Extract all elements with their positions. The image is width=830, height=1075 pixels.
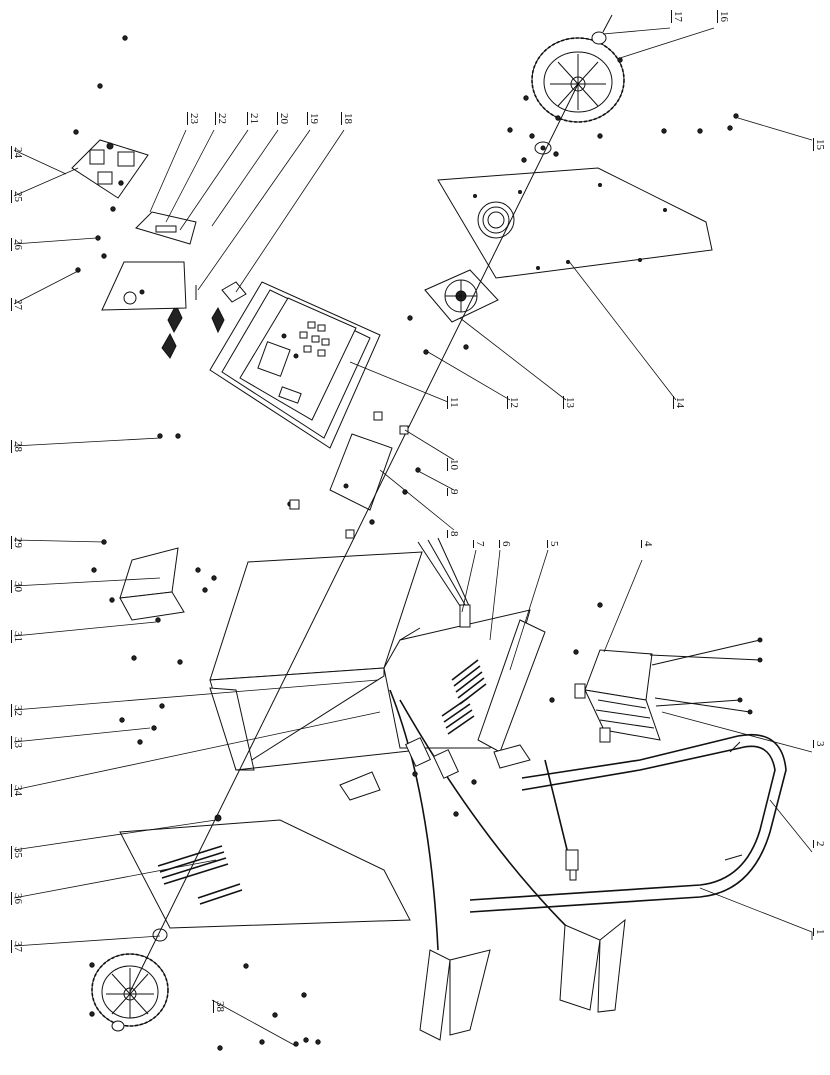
callout-22: 22: [215, 112, 228, 125]
rocker-switch: [221, 281, 247, 303]
callout-6: 6: [499, 540, 512, 548]
circuit-board: [71, 139, 149, 199]
callout-37: 37: [11, 940, 24, 953]
control-knobs: [161, 285, 225, 359]
callout-36: 36: [11, 892, 24, 905]
callout-34: 34: [11, 784, 24, 797]
callout-3: 3: [813, 740, 826, 748]
callout-29: 29: [11, 536, 24, 549]
charge-cable-black: [399, 699, 626, 1013]
handle-bracket-30: [119, 547, 185, 621]
foot-mount: [339, 771, 381, 801]
callout-24: 24: [11, 146, 24, 159]
front-wheel: [91, 928, 169, 1032]
callout-35: 35: [11, 846, 24, 859]
wire-harness: [417, 537, 471, 628]
left-side-panel: [119, 814, 411, 929]
wheel-cap-17: [591, 14, 613, 45]
callout-19: 19: [307, 112, 320, 125]
callout-31: 31: [11, 630, 24, 643]
callout-9: 9: [447, 488, 460, 496]
leader-lines: [13, 27, 813, 1047]
callout-1: 1: [813, 928, 826, 936]
right-side-panel: [437, 167, 713, 279]
callout-23: 23: [187, 112, 200, 125]
callout-26: 26: [11, 238, 24, 251]
callout-30: 30: [11, 580, 24, 593]
callout-38: 38: [213, 1000, 226, 1013]
top-cover-plate: [477, 619, 546, 769]
callout-32: 32: [11, 704, 24, 717]
callout-10: 10: [447, 458, 460, 471]
callout-14: 14: [673, 396, 686, 409]
power-cord: [544, 759, 579, 881]
cart-handle: [469, 734, 787, 913]
callout-2: 2: [813, 840, 826, 848]
callout-28: 28: [11, 440, 24, 453]
front-panel-housing: [209, 281, 381, 449]
callout-25: 25: [11, 190, 24, 203]
cooling-fan: [424, 269, 499, 323]
control-plate: [101, 261, 187, 311]
callout-17: 17: [671, 10, 684, 23]
callout-5: 5: [547, 540, 560, 548]
callout-13: 13: [563, 396, 576, 409]
transformer: [574, 637, 763, 743]
axle-washer-top: [534, 141, 552, 155]
callout-27: 27: [11, 298, 24, 311]
mounting-bracket: [135, 211, 197, 245]
callout-21: 21: [247, 112, 260, 125]
callout-33: 33: [11, 736, 24, 749]
hardware-screws: [73, 35, 739, 1051]
callout-7: 7: [473, 540, 486, 548]
callout-4: 4: [641, 540, 654, 548]
callout-16: 16: [717, 10, 730, 23]
callout-8: 8: [447, 530, 460, 538]
charge-cable-red: [389, 689, 491, 1041]
small-bracket-plate: [329, 433, 393, 511]
callout-18: 18: [341, 112, 354, 125]
vent-slots-top: [441, 659, 487, 735]
callout-12: 12: [507, 396, 520, 409]
callout-15: 15: [813, 138, 826, 151]
rear-wheel: [531, 37, 625, 123]
callout-11: 11: [447, 396, 460, 409]
callout-20: 20: [277, 112, 290, 125]
